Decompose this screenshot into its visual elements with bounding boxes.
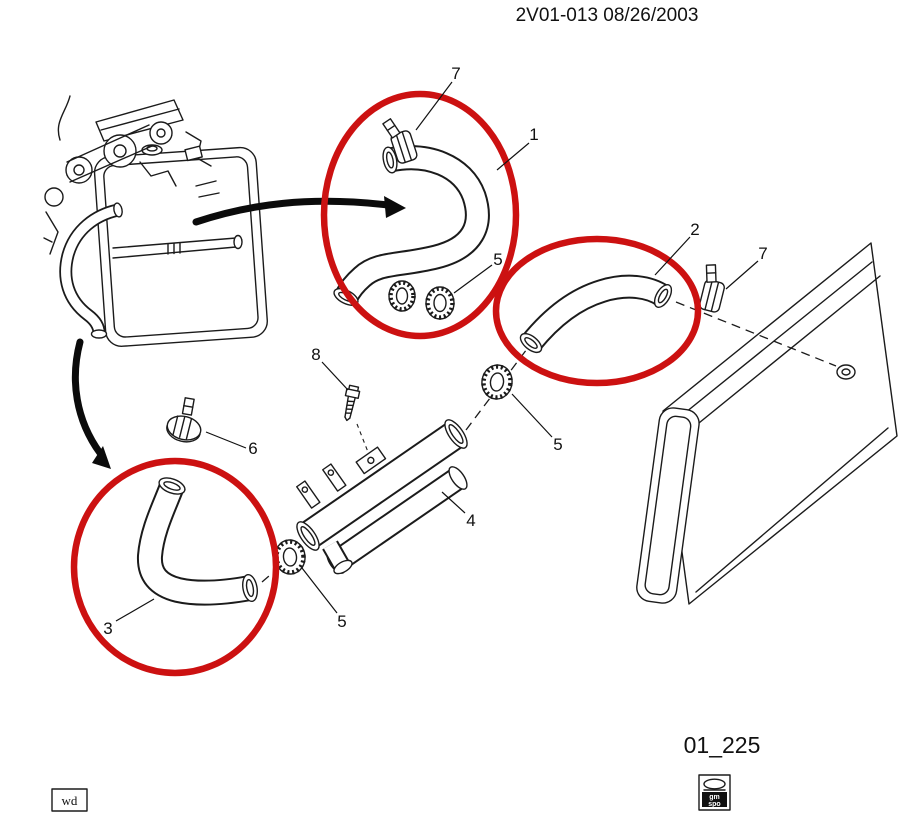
wd-watermark-label: wd xyxy=(62,793,78,808)
engine-context-thumbnail xyxy=(43,95,268,347)
spring-clamp-hose2 xyxy=(699,264,725,313)
gear-clamp xyxy=(481,364,513,400)
radiator-drawing xyxy=(636,242,898,605)
context-arrow-to-hose-1 xyxy=(192,196,406,226)
highlight-circle-hose-1 xyxy=(320,90,520,340)
mounting-plate xyxy=(296,480,321,509)
callout-6: 6 xyxy=(248,439,257,458)
callout-7-top: 7 xyxy=(451,64,460,83)
logo-text-spo: spo xyxy=(708,801,720,808)
hose-1-drawing xyxy=(333,145,490,306)
highlight-circle-hose-3 xyxy=(70,457,280,677)
callout-5-hose1: 5 xyxy=(493,250,502,269)
callout-8: 8 xyxy=(311,345,320,364)
hose-2-drawing xyxy=(519,274,673,354)
context-arrow-to-hose-3 xyxy=(71,338,111,469)
hose-3-drawing xyxy=(136,477,258,606)
gear-clamp xyxy=(425,286,455,320)
gear-clamp xyxy=(388,280,416,312)
logo-text-gm: gm xyxy=(709,794,720,801)
highlight-circle-hose-2 xyxy=(492,235,702,387)
callout-2: 2 xyxy=(690,220,699,239)
spring-clamp-hose1 xyxy=(382,118,418,164)
callout-7-right: 7 xyxy=(758,244,767,263)
gm-spo-logo: gm spo xyxy=(698,774,731,811)
wd-watermark: wd xyxy=(51,788,88,812)
mounting-plate xyxy=(322,463,347,492)
diagram-title: 2V01-013 08/26/2003 xyxy=(516,5,699,26)
callout-labels: 7 1 2 7 5 8 6 5 4 5 3 xyxy=(103,64,767,638)
callout-5-bottom: 5 xyxy=(337,612,346,631)
callout-4: 4 xyxy=(466,511,475,530)
callout-1: 1 xyxy=(529,125,538,144)
band-clamp-part6 xyxy=(166,397,202,443)
callout-5-mid: 5 xyxy=(553,435,562,454)
figure-reference: 01_225 xyxy=(684,732,761,758)
callout-leader-lines xyxy=(115,81,759,622)
mounting-bracket xyxy=(355,446,387,475)
red-highlights xyxy=(70,90,702,677)
bolt-drawing xyxy=(344,384,369,453)
water-outlet-pipe-assembly xyxy=(296,419,468,575)
callout-3: 3 xyxy=(103,619,112,638)
